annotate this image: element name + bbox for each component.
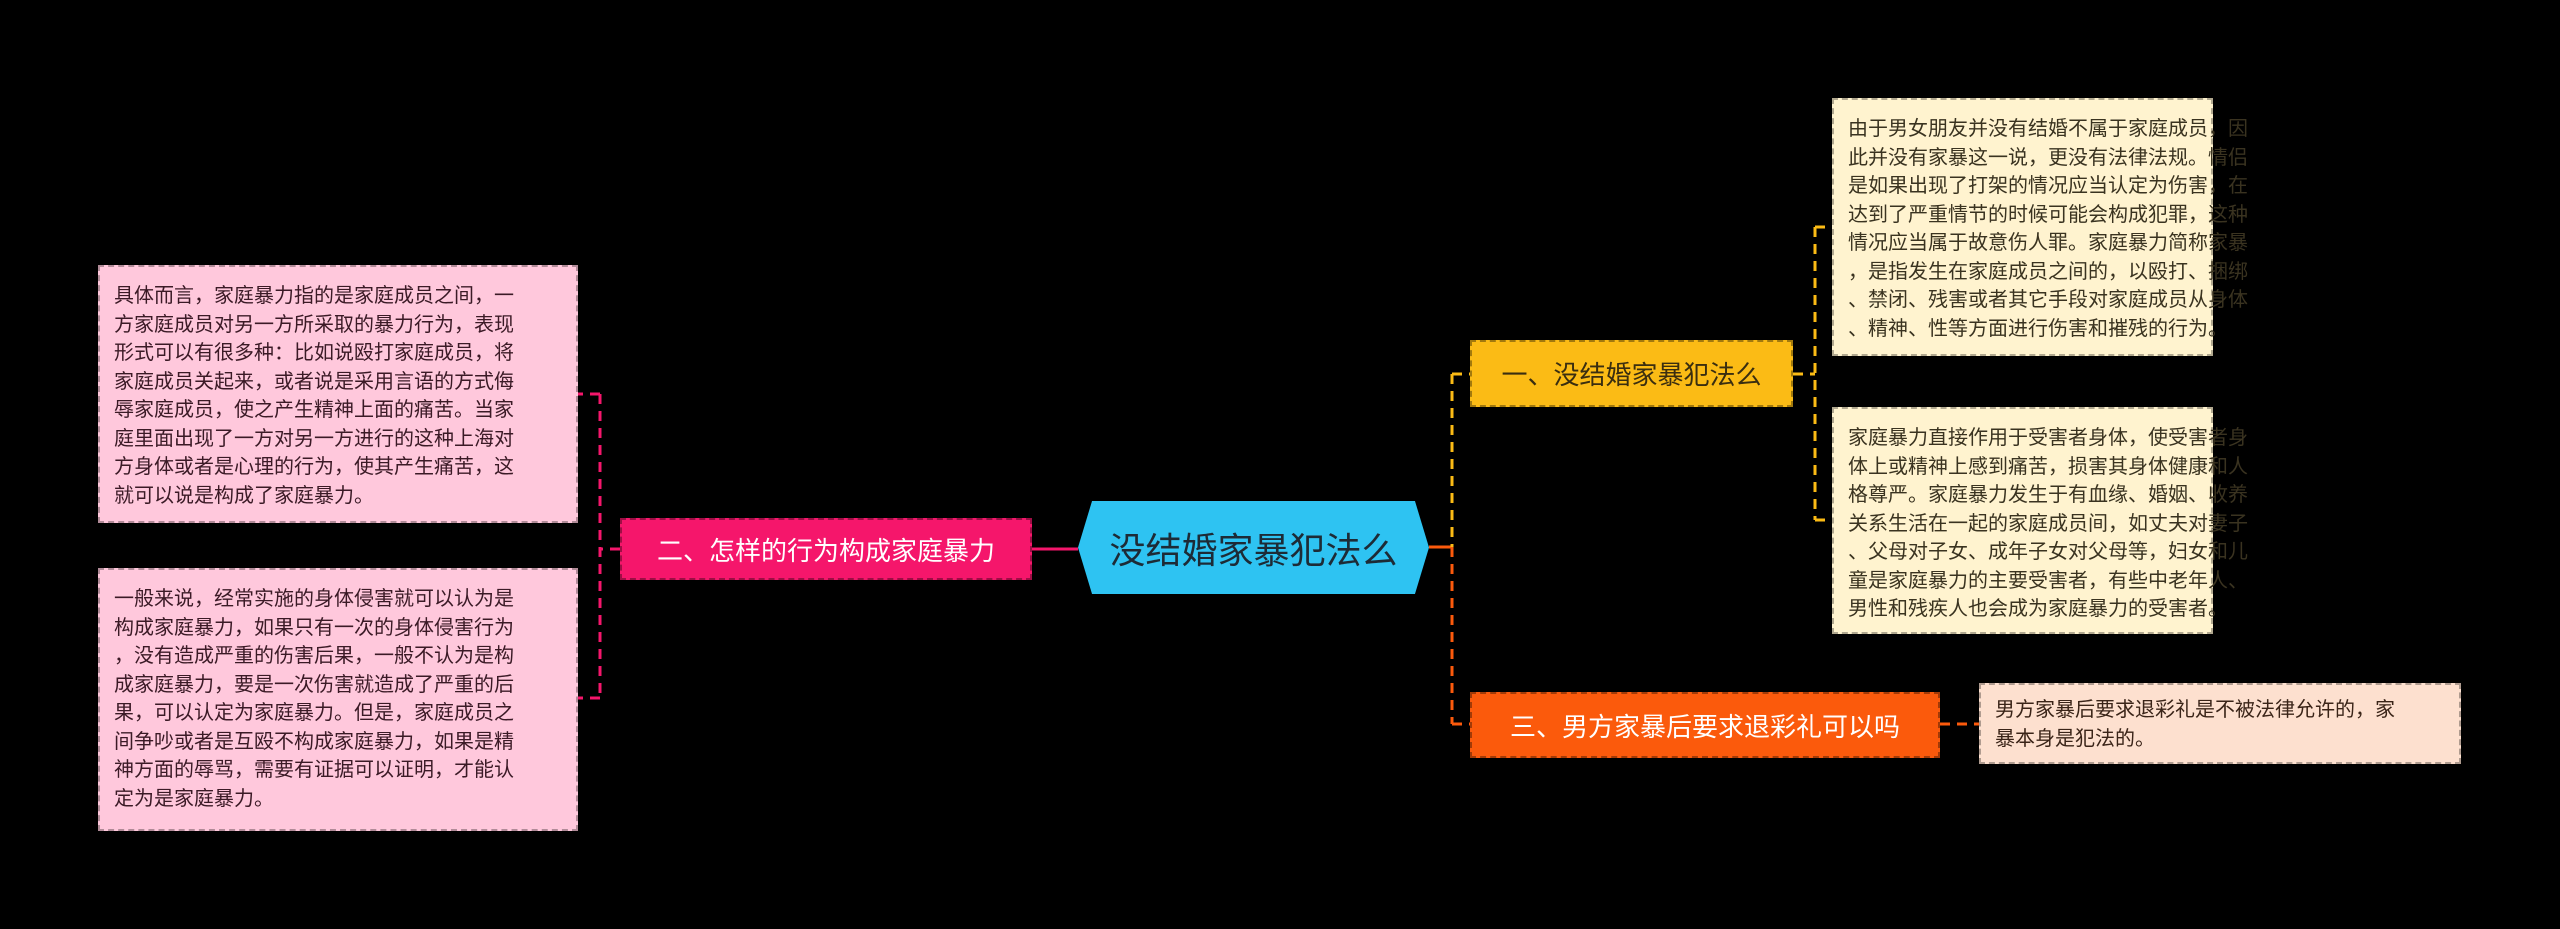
note-1-1[interactable]: 由于男女朋友并没有结婚不属于家庭成员，因此并没有家暴这一说，更没有法律法规。情侣…	[1832, 98, 2248, 356]
note-text-line: 、精神、性等方面进行伤害和摧残的行为。	[1848, 315, 2228, 340]
note-text-line: 间争吵或者是互殴不构成家庭暴力，如果是精	[114, 728, 514, 753]
branch-topic-2[interactable]: 二、怎样的行为构成家庭暴力	[620, 518, 1032, 580]
note-text-line: 、父母对子女、成年子女对父母等，妇女和儿	[1848, 539, 2248, 563]
note-text-line: 辱家庭成员，使之产生精神上面的痛苦。当家	[114, 397, 514, 421]
note-text-line: 家庭成员关起来，或者说是采用言语的方式侮	[114, 368, 514, 393]
root-topic[interactable]: 没结婚家暴犯法么	[1078, 501, 1429, 594]
note-text-line: 方家庭成员对另一方所采取的暴力行为，表现	[114, 311, 514, 336]
note-text-line: 格尊严。家庭暴力发生于有血缘、婚姻、收养	[1848, 482, 2248, 506]
note-text-line: 由于男女朋友并没有结婚不属于家庭成员，因	[1848, 116, 2248, 140]
note-text-line: 体上或精神上感到痛苦，损害其身体健康和人	[1848, 453, 2248, 478]
note-1-2[interactable]: 家庭暴力直接作用于受害者身体，使受害者身体上或精神上感到痛苦，损害其身体健康和人…	[1832, 407, 2248, 634]
note-text-line: 就可以说是构成了家庭暴力。	[114, 482, 374, 507]
note-text-line: 童是家庭暴力的主要受害者，有些中老年人、	[1848, 567, 2248, 592]
note-text-line: 此并没有家暴这一说，更没有法律法规。情侣	[1848, 144, 2248, 169]
note-text-line: 暴本身是犯法的。	[1995, 725, 2155, 750]
note-text-line: 一般来说，经常实施的身体侵害就可以认为是	[114, 586, 514, 610]
note-2-1[interactable]: 具体而言，家庭暴力指的是家庭成员之间，一方家庭成员对另一方所采取的暴力行为，表现…	[98, 265, 578, 523]
note-text-line: 成家庭暴力，要是一次伤害就造成了严重的后	[114, 671, 514, 696]
note-text-line: 果，可以认定为家庭暴力。但是，家庭成员之	[114, 700, 514, 724]
branch-topic-label: 一、没结婚家暴犯法么	[1501, 361, 1762, 391]
note-text-line: 情况应当属于故意伤人罪。家庭暴力简称家暴	[1848, 230, 2248, 254]
note-text-line: 庭里面出现了一方对另一方进行的这种上海对	[114, 425, 514, 450]
note-text-line: 达到了严重情节的时候可能会构成犯罪，这种	[1848, 201, 2248, 226]
note-text-line: 方身体或者是心理的行为，使其产生痛苦，这	[114, 454, 514, 478]
note-text-line: ，是指发生在家庭成员之间的，以殴打、捆绑	[1848, 258, 2248, 283]
note-text-line: 构成家庭暴力，如果只有一次的身体侵害行为	[114, 614, 514, 639]
note-text-line: ，没有造成严重的伤害后果，一般不认为是构	[114, 643, 514, 667]
branch-topic-label: 三、男方家暴后要求退彩礼可以吗	[1509, 712, 1900, 743]
note-text-line: 神方面的辱骂，需要有证据可以证明，才能认	[114, 757, 514, 781]
root-topic-label: 没结婚家暴犯法么	[1109, 530, 1398, 572]
note-text-line: 具体而言，家庭暴力指的是家庭成员之间，一	[114, 283, 514, 307]
note-3-1[interactable]: 男方家暴后要求退彩礼是不被法律允许的，家暴本身是犯法的。	[1979, 683, 2461, 764]
note-text-line: 定为是家庭暴力。	[114, 785, 274, 810]
note-text-line: 男方家暴后要求退彩礼是不被法律允许的，家	[1995, 697, 2395, 721]
note-text-line: 形式可以有很多种：比如说殴打家庭成员，将	[114, 340, 514, 364]
note-text-line: 、禁闭、残害或者其它手段对家庭成员从身体	[1848, 287, 2248, 311]
note-text-line: 是如果出现了打架的情况应当认定为伤害，在	[1848, 173, 2248, 197]
note-2-2[interactable]: 一般来说，经常实施的身体侵害就可以认为是构成家庭暴力，如果只有一次的身体侵害行为…	[98, 568, 578, 831]
note-text-line: 家庭暴力直接作用于受害者身体，使受害者身	[1848, 425, 2248, 449]
branch-topic-label: 二、怎样的行为构成家庭暴力	[656, 536, 995, 567]
branch-topic-1[interactable]: 一、没结婚家暴犯法么	[1470, 340, 1793, 407]
note-text-line: 男性和残疾人也会成为家庭暴力的受害者。	[1848, 596, 2228, 620]
branch-topic-3[interactable]: 三、男方家暴后要求退彩礼可以吗	[1470, 692, 1940, 758]
note-text-line: 关系生活在一起的家庭成员间，如丈夫对妻子	[1848, 510, 2248, 535]
